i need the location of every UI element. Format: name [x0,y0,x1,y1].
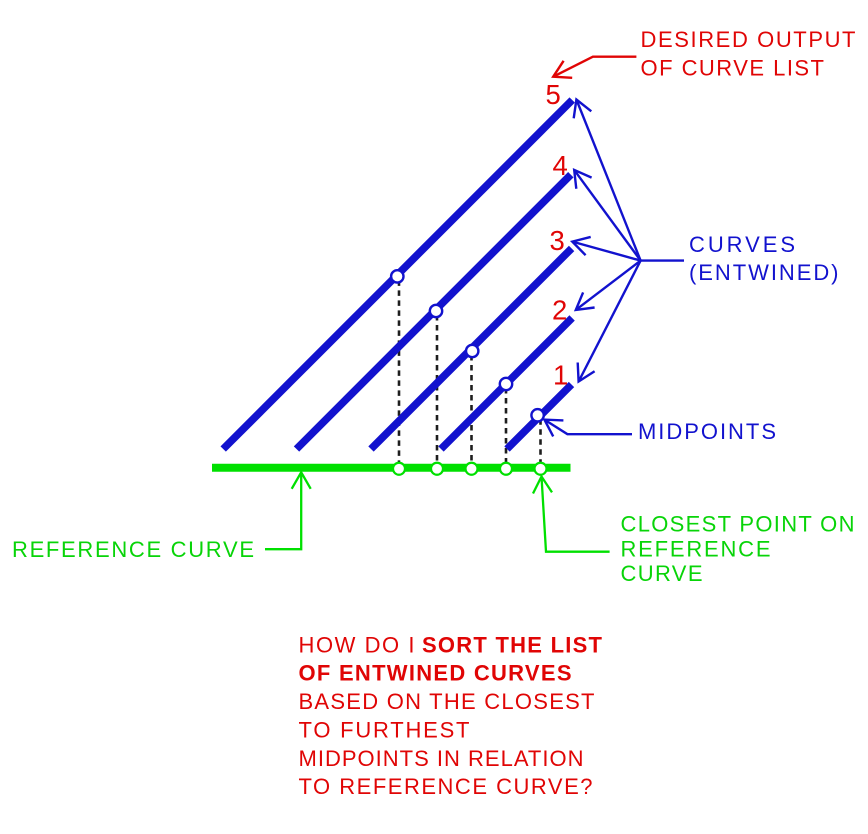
svg-text:5: 5 [546,79,561,110]
svg-text:(ENTWINED): (ENTWINED) [689,260,839,285]
svg-text:CURVE: CURVE [621,561,703,586]
svg-text:OF ENTWINED CURVES: OF ENTWINED CURVES [299,661,572,686]
svg-text:REFERENCE: REFERENCE [621,536,771,561]
svg-text:MIDPOINTS: MIDPOINTS [638,419,776,444]
svg-text:1: 1 [553,360,568,391]
svg-text:TO FURTHEST: TO FURTHEST [299,717,470,742]
svg-text:2: 2 [552,295,567,326]
svg-text:MIDPOINTS IN RELATION: MIDPOINTS IN RELATION [299,746,584,771]
svg-text:OF CURVE LIST: OF CURVE LIST [641,56,825,81]
svg-text:SORT THE LIST: SORT THE LIST [422,632,603,657]
svg-text:4: 4 [553,150,568,181]
svg-text:TO REFERENCE CURVE?: TO REFERENCE CURVE? [299,774,593,799]
svg-text:3: 3 [550,225,565,256]
svg-text:CLOSEST POINT ON: CLOSEST POINT ON [621,512,855,537]
svg-text:BASED ON THE CLOSEST: BASED ON THE CLOSEST [299,689,595,714]
svg-text:HOW DO I: HOW DO I [299,632,415,657]
svg-text:REFERENCE CURVE: REFERENCE CURVE [12,537,254,562]
